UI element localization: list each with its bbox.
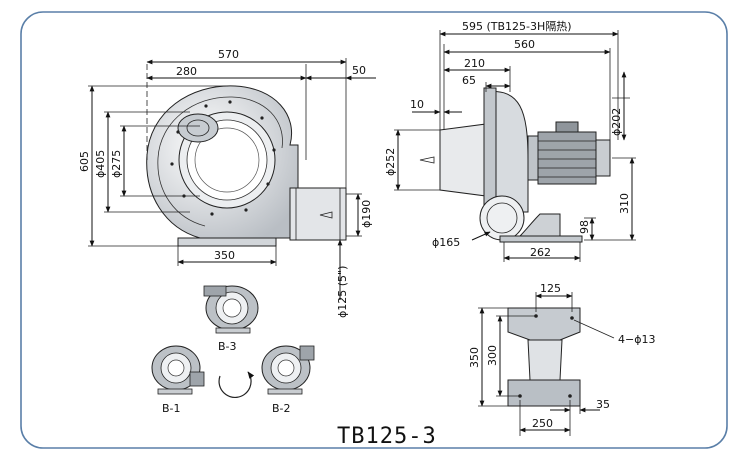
front-dim-280: 280 <box>176 65 197 78</box>
base-dim-300: 300 <box>486 345 499 366</box>
side-dim-10: 10 <box>410 98 424 111</box>
base-web <box>527 339 563 381</box>
side-dim-262: 262 <box>530 246 551 259</box>
front-dim-405: ϕ405 <box>94 150 107 178</box>
rotation-arrow-icon <box>218 371 255 398</box>
base-dim-125: 125 <box>540 282 561 295</box>
front-dim-190: ϕ190 <box>360 200 373 228</box>
side-terminal-box <box>555 121 579 133</box>
side-inlet-cone <box>439 123 487 197</box>
side-motor-flange <box>527 135 539 181</box>
front-motor-boss <box>177 113 219 143</box>
front-dim-50: 50 <box>352 64 366 77</box>
front-dim-605: 605 <box>78 151 91 172</box>
side-dim-595: 595 (TB125-3H隔热) <box>462 20 572 33</box>
front-volute-inner <box>157 96 283 227</box>
front-view: 570 280 50 605 ϕ405 ϕ275 350 ϕ190 <box>78 48 376 318</box>
drawing-border <box>20 11 728 449</box>
front-inlet-ring-inner <box>194 127 260 193</box>
base-top-plate <box>507 307 581 341</box>
side-dim-202: ϕ202 <box>610 108 623 136</box>
side-dim-252: ϕ252 <box>384 148 397 176</box>
front-dim-570: 570 <box>218 48 239 61</box>
orientation-b1: B-1 <box>151 345 205 415</box>
orientation-b2: B-2 <box>261 345 315 415</box>
front-dim-275: ϕ275 <box>110 150 123 178</box>
orientation-b3: B-3 <box>203 285 259 353</box>
side-dim-165: ϕ165 <box>432 236 460 249</box>
base-dim-35: 35 <box>596 398 610 411</box>
base-dim-250: 250 <box>532 417 553 430</box>
side-dim-65: 65 <box>462 74 476 87</box>
base-dim-holes: 4−ϕ13 <box>618 333 655 346</box>
front-base <box>177 237 277 247</box>
side-motor-body <box>537 131 597 185</box>
orientation-b2-label: B-2 <box>272 402 291 415</box>
side-base <box>518 213 561 237</box>
side-base-plate <box>499 235 583 243</box>
side-dim-310: 310 <box>618 193 631 214</box>
base-dim-350: 350 <box>468 347 481 368</box>
side-motor-endcap <box>595 139 611 177</box>
side-dim-210: 210 <box>464 57 485 70</box>
front-outlet-duct <box>289 187 347 241</box>
base-view: 125 4−ϕ13 350 300 35 250 <box>468 282 655 436</box>
front-dim-350: 350 <box>214 249 235 262</box>
side-dim-560: 560 <box>514 38 535 51</box>
orientation-b1-label: B-1 <box>162 402 181 415</box>
base-bottom-plate <box>507 379 581 407</box>
model-title: TB125-3 <box>337 424 437 449</box>
front-dim-125: ϕ125 (5") <box>336 266 349 318</box>
orientation-b3-label: B-3 <box>218 340 237 353</box>
side-housing-rim <box>483 87 497 215</box>
side-dim-98: 98 <box>578 220 591 234</box>
side-view: 595 (TB125-3H隔热) 560 210 65 10 ϕ252 ϕ202… <box>384 20 636 262</box>
